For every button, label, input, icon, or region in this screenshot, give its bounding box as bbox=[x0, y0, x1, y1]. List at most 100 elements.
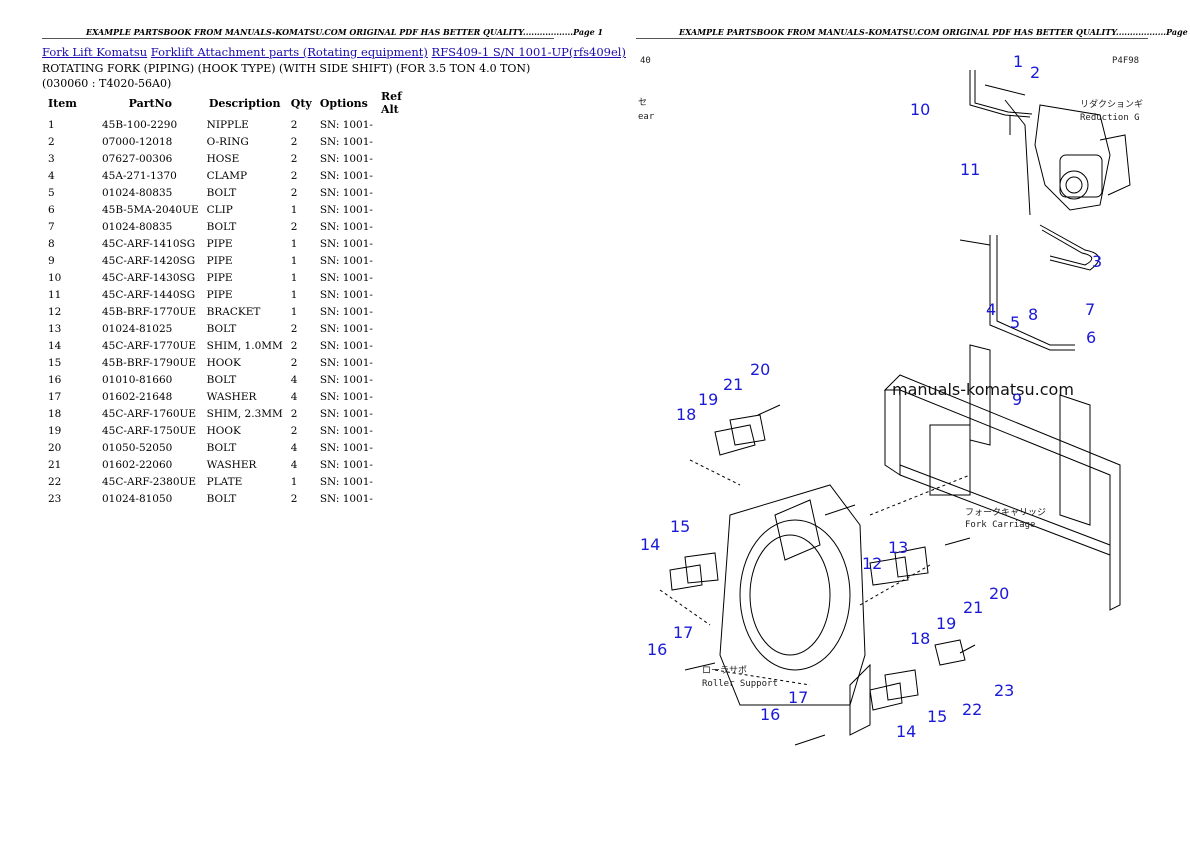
breadcrumb-link-model[interactable]: RFS409-1 S/N 1001-UP(rfs409el) bbox=[431, 45, 626, 59]
cell-item: 21 bbox=[48, 458, 62, 471]
cell-ref-alt bbox=[377, 184, 425, 201]
cell-ref-alt bbox=[377, 320, 425, 337]
cell-qty: 2 bbox=[290, 424, 298, 437]
cell-partno: 45C-ARF-1430SG bbox=[102, 271, 196, 284]
callout-number: 6 bbox=[1086, 328, 1096, 347]
cell-partno: 45C-ARF-1440SG bbox=[102, 288, 196, 301]
diagram-corner-right: P4F98 bbox=[1112, 56, 1139, 66]
cell-item: 23 bbox=[48, 492, 62, 505]
cell-options: SN: 1001- bbox=[319, 356, 373, 369]
cell-qty: 4 bbox=[290, 458, 298, 471]
cell-ref-alt bbox=[377, 490, 425, 507]
cell-partno: 45B-100-2290 bbox=[102, 118, 178, 131]
cell-qty: 2 bbox=[290, 152, 298, 165]
cell-item: 2 bbox=[48, 135, 55, 148]
diagram-corner-left: 40 bbox=[640, 56, 651, 66]
cell-ref-alt bbox=[377, 405, 425, 422]
cell-qty: 2 bbox=[290, 322, 298, 335]
cell-qty: 1 bbox=[290, 203, 298, 216]
cell-description: BOLT bbox=[206, 186, 237, 199]
cell-partno: 45B-BRF-1790UE bbox=[102, 356, 197, 369]
cell-options: SN: 1001- bbox=[319, 390, 373, 403]
cell-item: 20 bbox=[48, 441, 62, 454]
cell-description: BOLT bbox=[206, 322, 237, 335]
cell-qty: 2 bbox=[290, 339, 298, 352]
cell-partno: 01024-81025 bbox=[102, 322, 173, 335]
callout-number: 7 bbox=[1085, 300, 1095, 319]
diagram-linework bbox=[659, 70, 1131, 746]
cell-description: CLAMP bbox=[206, 169, 248, 182]
breadcrumb-link-brand[interactable]: Fork Lift Komatsu bbox=[42, 45, 148, 59]
cell-partno: 01024-80835 bbox=[102, 220, 173, 233]
header-rule-right bbox=[636, 38, 1148, 39]
cell-options: SN: 1001- bbox=[319, 186, 373, 199]
callout-number: 9 bbox=[1012, 390, 1022, 409]
cell-qty: 1 bbox=[290, 288, 298, 301]
cell-partno: 45C-ARF-1410SG bbox=[102, 237, 196, 250]
cell-options: SN: 1001- bbox=[319, 118, 373, 131]
cell-qty: 2 bbox=[290, 492, 298, 505]
callout-number: 13 bbox=[888, 538, 908, 557]
cell-item: 17 bbox=[48, 390, 62, 403]
cell-description: WASHER bbox=[206, 390, 257, 403]
cell-description: PLATE bbox=[206, 475, 243, 488]
cell-options: SN: 1001- bbox=[319, 152, 373, 165]
cell-ref-alt bbox=[377, 133, 425, 150]
exploded-parts-diagram: 40 P4F98 セ ear リダクションギ Reduction G フォークキ… bbox=[638, 52, 1143, 746]
cell-options: SN: 1001- bbox=[319, 288, 373, 301]
cell-qty: 1 bbox=[290, 237, 298, 250]
cell-partno: 01602-22060 bbox=[102, 458, 173, 471]
page-title: ROTATING FORK (PIPING) (HOOK TYPE) (WITH… bbox=[42, 62, 531, 90]
cell-ref-alt bbox=[377, 422, 425, 439]
cell-options: SN: 1001- bbox=[319, 475, 373, 488]
cell-ref-alt bbox=[377, 473, 425, 490]
cell-partno: 07627-00306 bbox=[102, 152, 173, 165]
callout-number: 15 bbox=[927, 707, 947, 726]
cell-partno: 45B-BRF-1770UE bbox=[102, 305, 197, 318]
cell-partno: 45C-ARF-1420SG bbox=[102, 254, 196, 267]
callout-number: 19 bbox=[698, 390, 718, 409]
cell-description: HOSE bbox=[206, 152, 240, 165]
callout-number: 4 bbox=[986, 300, 996, 319]
cell-ref-alt bbox=[377, 456, 425, 473]
cell-qty: 4 bbox=[290, 441, 298, 454]
cell-partno: 45C-ARF-1750UE bbox=[102, 424, 197, 437]
callout-number: 20 bbox=[750, 360, 770, 379]
cell-qty: 2 bbox=[290, 135, 298, 148]
cell-ref-alt bbox=[377, 235, 425, 252]
cell-description: SHIM, 1.0MM bbox=[206, 339, 283, 352]
callout-number: 10 bbox=[910, 100, 930, 119]
cell-qty: 4 bbox=[290, 390, 298, 403]
cell-partno: 45A-271-1370 bbox=[102, 169, 177, 182]
cell-options: SN: 1001- bbox=[319, 407, 373, 420]
column-header-description: Description bbox=[208, 96, 281, 110]
cell-description: BOLT bbox=[206, 220, 237, 233]
cell-ref-alt bbox=[377, 252, 425, 269]
cell-options: SN: 1001- bbox=[319, 305, 373, 318]
callout-number: 21 bbox=[963, 598, 983, 617]
breadcrumb-link-category[interactable]: Forklift Attachment parts (Rotating equi… bbox=[150, 45, 428, 59]
cell-item: 1 bbox=[48, 118, 55, 131]
column-header-qty: Qty bbox=[290, 96, 312, 110]
breadcrumb: Fork Lift Komatsu Forklift Attachment pa… bbox=[42, 45, 626, 59]
cell-qty: 2 bbox=[290, 118, 298, 131]
cell-description: WASHER bbox=[206, 458, 257, 471]
cell-options: SN: 1001- bbox=[319, 169, 373, 182]
callout-number: 1 bbox=[1013, 52, 1023, 71]
cell-description: PIPE bbox=[206, 288, 233, 301]
cell-item: 19 bbox=[48, 424, 62, 437]
label-roller-support-jp: ローラサポ bbox=[702, 665, 747, 676]
callout-number: 14 bbox=[640, 535, 660, 554]
